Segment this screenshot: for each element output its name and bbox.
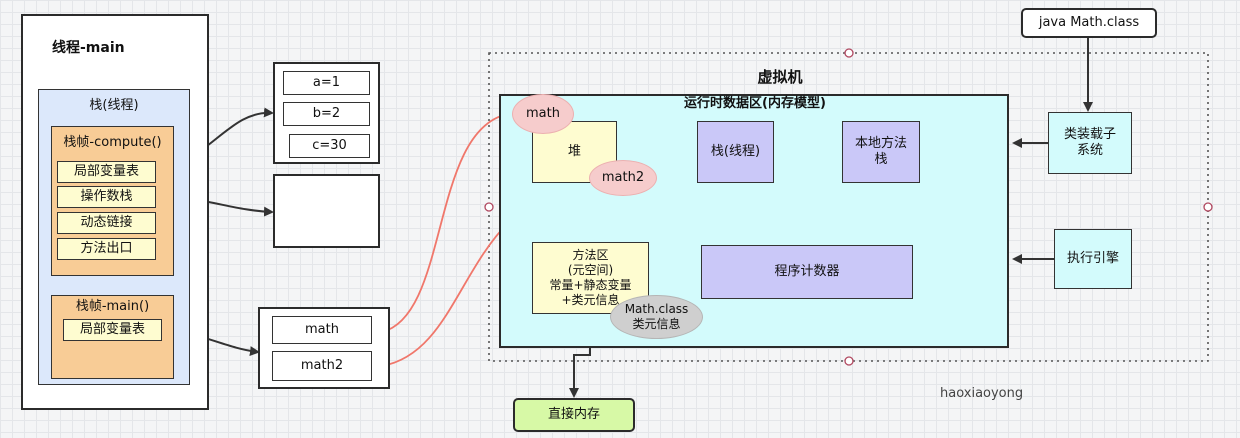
runtime-title: 运行时数据区(内存模型): [684, 95, 826, 111]
heap-object-math2: math2: [589, 160, 657, 196]
author-watermark: haoxiaoyong: [940, 386, 1024, 401]
arrow-ref-math: [381, 110, 510, 333]
local-c: c=30: [289, 134, 370, 158]
source-class-file: java Math.class: [1021, 8, 1157, 38]
class-metadata-ellipse: Math.class 类元信息: [610, 295, 703, 339]
frame-main-title: 栈帧-main(): [75, 298, 150, 314]
program-counter-box: 程序计数器: [701, 245, 913, 299]
jvm-title: 虚拟机: [757, 67, 803, 86]
execution-engine-box: 执行引擎: [1054, 229, 1132, 289]
jvm-handle-left: [484, 202, 494, 212]
frame-return-address: 方法出口: [57, 238, 156, 260]
frame-dynamic-link: 动态链接: [57, 212, 156, 234]
native-method-stack-box: 本地方法 栈: [842, 121, 920, 183]
frame-operand-stack: 操作数栈: [57, 186, 156, 208]
frame-compute-title: 栈帧-compute(): [63, 134, 162, 150]
local-a: a=1: [283, 71, 370, 95]
method-area-box: 方法区 (元空间) 常量+静态变量 +类元信息: [532, 242, 649, 314]
local-b: b=2: [283, 102, 370, 126]
main-local-math2: math2: [272, 351, 372, 381]
class-loader-box: 类装载子 系统: [1048, 112, 1132, 174]
frame-local-var-table: 局部变量表: [57, 161, 156, 183]
direct-memory-box: 直接内存: [513, 398, 635, 432]
operand-stack-box: [273, 174, 380, 248]
jvm-handle-bottom: [844, 356, 854, 366]
jvm-handle-top: [844, 48, 854, 58]
thread-title: 线程-main: [52, 40, 125, 56]
main-local-math: math: [272, 316, 372, 344]
heap-object-math: math: [512, 94, 574, 134]
stack-title: 栈(线程): [89, 97, 139, 113]
stack-area-box: 栈(线程): [697, 121, 774, 183]
jvm-handle-right: [1203, 202, 1213, 212]
frame-main-local-var-table: 局部变量表: [63, 319, 162, 341]
